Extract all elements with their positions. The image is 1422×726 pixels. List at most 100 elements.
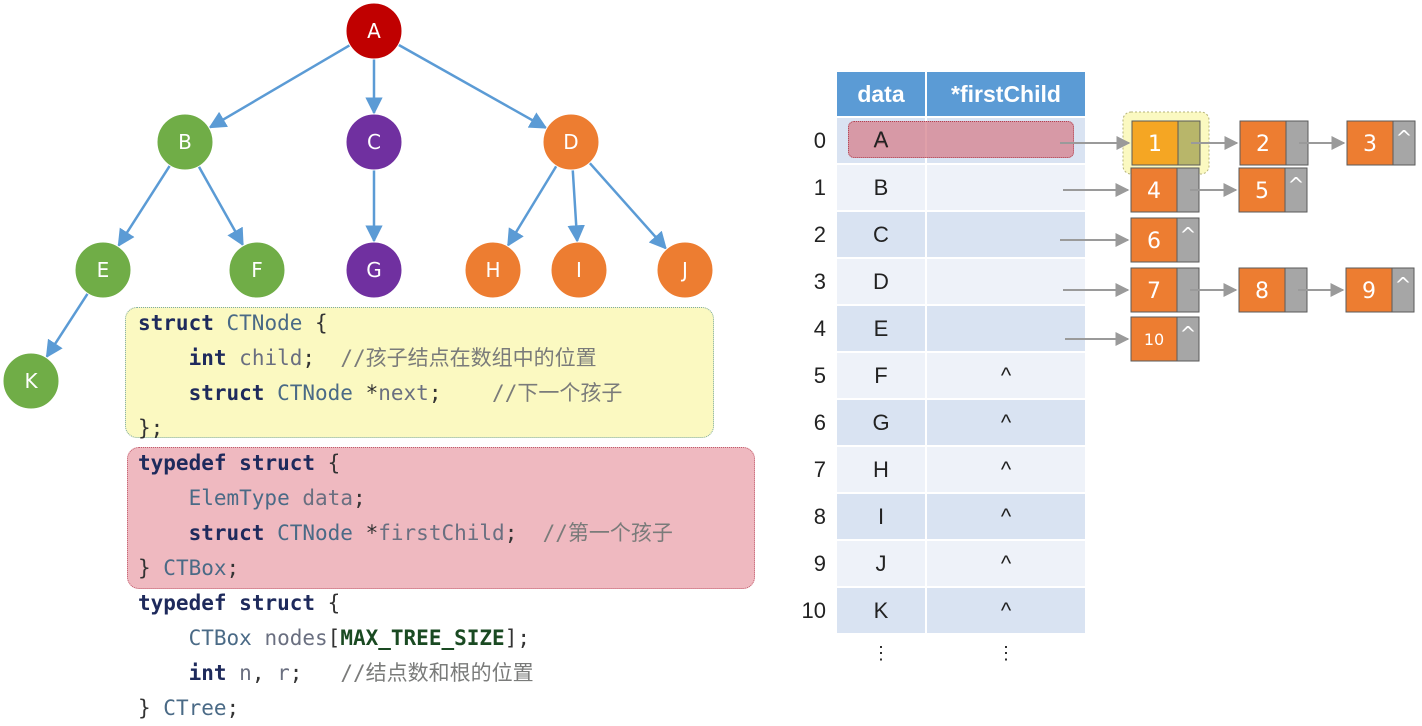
ctree-struct-code: typedef struct { CTBox nodes[MAX_TREE_SI… bbox=[138, 586, 534, 726]
table-row: I^ bbox=[837, 492, 1085, 539]
child-index-label: 8 bbox=[1255, 279, 1269, 304]
null-pointer-symbol: ^ bbox=[1395, 273, 1412, 297]
code-token: //下一个孩子 bbox=[492, 381, 623, 405]
child-list-row-2: 6^ bbox=[1060, 217, 1200, 263]
code-token: data bbox=[302, 486, 353, 510]
tree-node-label: E bbox=[97, 258, 110, 282]
ctbox-struct-code: typedef struct { ElemType data; struct C… bbox=[138, 446, 673, 586]
ctnode-struct-code: struct CTNode { int child; //孩子结点在数组中的位置… bbox=[138, 306, 622, 446]
tree-node-G: G bbox=[345, 241, 403, 299]
code-token: struct bbox=[138, 311, 214, 335]
code-token: CTBox bbox=[163, 556, 227, 580]
child-list-row-1: 4 5^ bbox=[1063, 167, 1308, 213]
child-index-label: 3 bbox=[1363, 132, 1377, 157]
child-index-label: 6 bbox=[1147, 229, 1161, 254]
tree-edge-D-H bbox=[507, 165, 558, 247]
child-node: 6^ bbox=[1130, 217, 1200, 263]
ellipsis: ⋮ bbox=[925, 633, 1085, 673]
tree-node-label: B bbox=[178, 130, 192, 154]
child-node: 3^ bbox=[1346, 120, 1416, 166]
code-token: ; bbox=[504, 521, 543, 545]
tree-node-B: B bbox=[156, 113, 214, 171]
tree-node-K: K bbox=[2, 352, 60, 410]
code-token: ; bbox=[428, 381, 493, 405]
tree-node-label: F bbox=[251, 258, 263, 282]
null-pointer-symbol: ^ bbox=[1396, 126, 1413, 150]
cell-firstchild bbox=[925, 210, 1085, 257]
child-node: 7 bbox=[1130, 267, 1238, 313]
cell-data: H bbox=[837, 445, 925, 492]
null-pointer-symbol: ^ bbox=[1180, 223, 1197, 247]
cell-data: C bbox=[837, 210, 925, 257]
code-token: { bbox=[315, 591, 341, 615]
tree-edge-D-I bbox=[567, 169, 585, 243]
header-data: data bbox=[837, 72, 925, 116]
code-token: ElemType bbox=[188, 486, 290, 510]
code-token: * bbox=[352, 521, 379, 545]
tree-node-label: J bbox=[680, 258, 688, 282]
cell-firstchild: ^ bbox=[925, 351, 1085, 398]
code-token: ]; bbox=[504, 626, 530, 650]
code-token: struct bbox=[188, 381, 265, 405]
tree-node-label: H bbox=[485, 258, 500, 282]
code-token: { bbox=[302, 311, 328, 335]
child-node: 5^ bbox=[1238, 167, 1308, 213]
code-token: //孩子结点在数组中的位置 bbox=[340, 346, 597, 370]
code-token: nodes bbox=[264, 626, 328, 650]
row-index: 6 bbox=[813, 410, 826, 435]
table-row: H^ bbox=[837, 445, 1085, 492]
code-token: MAX_TREE_SIZE bbox=[340, 626, 505, 650]
cell-data: G bbox=[837, 398, 925, 445]
code-token: ; bbox=[352, 486, 366, 510]
ellipsis: ⋮ bbox=[837, 633, 925, 673]
row-index: 9 bbox=[813, 551, 826, 576]
tree-node-E: E bbox=[74, 241, 132, 299]
code-token: struct bbox=[188, 521, 265, 545]
ctbox-struct-highlight bbox=[127, 447, 755, 589]
cell-firstchild: ^ bbox=[925, 586, 1085, 633]
code-token: struct bbox=[239, 591, 316, 615]
code-token: CTNode bbox=[277, 521, 353, 545]
code-token: , bbox=[251, 661, 278, 685]
next-pointer-cell bbox=[1176, 217, 1200, 263]
cell-firstchild bbox=[925, 257, 1085, 304]
tree-edge-B-F bbox=[197, 165, 244, 247]
child-node: 8 bbox=[1238, 267, 1345, 313]
table-row: G^ bbox=[837, 398, 1085, 445]
row-index: 5 bbox=[813, 363, 826, 388]
code-token: int bbox=[188, 661, 227, 685]
code-token: typedef bbox=[138, 451, 227, 475]
row-index: 0 bbox=[813, 128, 826, 153]
code-token: ; bbox=[226, 556, 240, 580]
code-token: ; bbox=[289, 661, 341, 685]
child-index-label: 2 bbox=[1256, 132, 1270, 157]
tree-edge-A-B bbox=[208, 44, 351, 129]
next-pointer-cell bbox=[1392, 120, 1416, 166]
tree-edge-D-J bbox=[588, 162, 667, 250]
child-index-label: 9 bbox=[1362, 279, 1376, 304]
next-pointer-cell bbox=[1284, 167, 1308, 213]
tree-node-D: D bbox=[542, 113, 600, 171]
tree-edge-B-E bbox=[117, 164, 171, 248]
code-token: struct bbox=[239, 451, 316, 475]
code-token: CTree bbox=[163, 696, 227, 720]
child-index-label: 4 bbox=[1147, 179, 1161, 204]
row-index: 8 bbox=[813, 504, 826, 529]
code-token: CTBox bbox=[188, 626, 252, 650]
code-token: firstChild bbox=[378, 521, 505, 545]
table-row: J^ bbox=[837, 539, 1085, 586]
code-token: r bbox=[277, 661, 290, 685]
row-0-highlight-label: A bbox=[873, 127, 889, 152]
code-token: next bbox=[378, 381, 429, 405]
header-firstchild: *firstChild bbox=[925, 72, 1085, 116]
code-token: CTNode bbox=[277, 381, 353, 405]
tree-node-J: J bbox=[656, 241, 714, 299]
code-token: CTNode bbox=[226, 311, 303, 335]
child-node: 2 bbox=[1239, 120, 1346, 166]
child-node: 4 bbox=[1130, 167, 1238, 213]
child-index-label: 1 bbox=[1148, 132, 1162, 157]
cell-data: E bbox=[837, 304, 925, 351]
